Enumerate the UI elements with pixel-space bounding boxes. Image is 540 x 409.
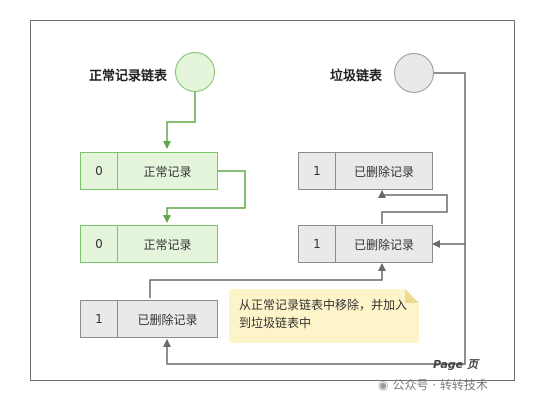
arrow-return-to-deleted: [163, 244, 466, 365]
annotation-text: 从正常记录链表中移除，并加入到垃圾链表中: [239, 298, 408, 330]
record-label: 已删除记录: [353, 164, 414, 179]
page-frame: [30, 20, 515, 381]
page-mark: Page 页: [433, 358, 478, 371]
record-flag: 1: [299, 153, 336, 189]
garbage-record-1: 1 已删除记录: [298, 152, 433, 190]
normal-record-2: 0 正常记录: [80, 225, 218, 263]
note-fold-corner: [405, 289, 419, 303]
watermark: ◉ 公众号 · 转转技术: [378, 376, 488, 393]
record-label: 已删除记录: [353, 237, 414, 252]
arrow-deleted-to-garbage: [149, 263, 386, 298]
deleted-record-moving: 1 已删除记录: [80, 300, 218, 338]
record-flag: 1: [299, 226, 336, 262]
record-label: 正常记录: [143, 164, 192, 179]
garbage-record-2: 1 已删除记录: [298, 225, 433, 263]
record-label: 已删除记录: [137, 312, 198, 327]
annotation-note: 从正常记录链表中移除，并加入到垃圾链表中: [229, 289, 419, 343]
arrow-head-to-normal-record: [163, 92, 196, 149]
arrow-garbage-head-to-record: [432, 72, 466, 248]
watermark-text: 公众号 · 转转技术: [392, 378, 488, 392]
garbage-list-title: 垃圾链表: [330, 69, 383, 84]
wechat-icon: ◉: [378, 377, 389, 392]
record-flag: 0: [81, 153, 118, 189]
record-flag: 0: [81, 226, 118, 262]
record-flag: 1: [81, 301, 118, 337]
arrow-garbage-to-garbage: [378, 190, 448, 224]
record-label: 正常记录: [143, 237, 192, 252]
arrow-normal-to-normal: [163, 170, 246, 223]
normal-list-head-node: [175, 52, 215, 92]
garbage-list-head-node: [394, 53, 434, 93]
normal-record-1: 0 正常记录: [80, 152, 218, 190]
normal-list-title: 正常记录链表: [89, 69, 168, 84]
